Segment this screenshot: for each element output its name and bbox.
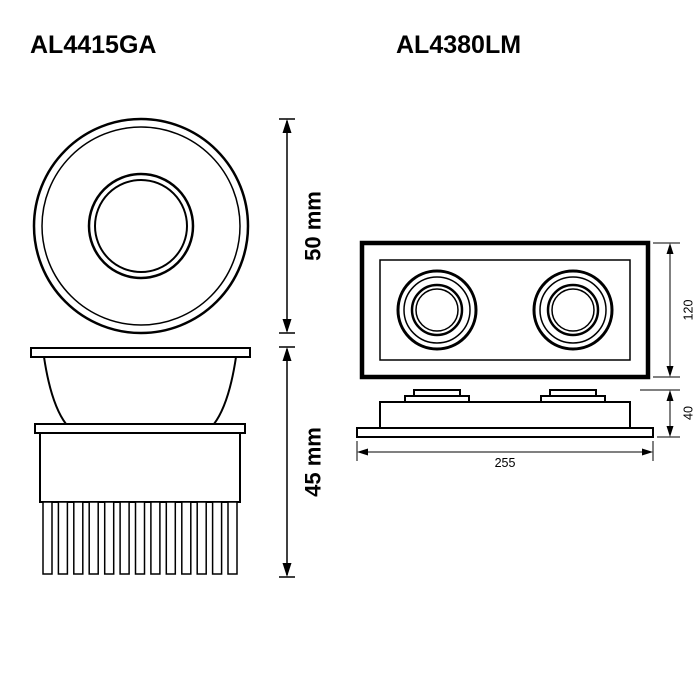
arrow-down-icon (666, 426, 674, 437)
product-title-al4380lm: AL4380LM (396, 31, 521, 59)
heatsink-body (39, 432, 241, 503)
downlight-inner-rim (41, 126, 241, 326)
dimension-40: 40 (640, 389, 695, 438)
dimension-label-120: 120 (681, 300, 695, 321)
dimension-label-40: 40 (681, 406, 695, 420)
al4380lm-side-view (356, 389, 654, 438)
al4380lm-front-view (359, 240, 651, 380)
housing-body (379, 401, 631, 429)
heatsink-plate (34, 423, 246, 434)
heatsink-fins (42, 501, 238, 575)
downlight-outer-rim (32, 117, 250, 335)
front-inner-frame (379, 259, 631, 361)
lamp-right (532, 269, 614, 351)
trim-flange (30, 347, 251, 358)
trim-plate (356, 427, 654, 438)
arrow-down-icon (666, 366, 674, 377)
arrow-up-icon (666, 243, 674, 254)
arrow-up-icon (666, 390, 674, 401)
al4415ga-side-view (30, 347, 251, 575)
arrow-up-icon (282, 347, 292, 361)
dimension-label-50mm: 50 mm (301, 191, 326, 261)
dimension-120: 120 (653, 242, 695, 378)
reflector-bowl (42, 356, 238, 425)
dimension-45mm: 45 mm (279, 346, 326, 578)
dimension-50mm: 50 mm (279, 118, 326, 334)
dimension-label-255: 255 (495, 456, 516, 470)
lens-outer-ring (87, 172, 195, 280)
arrow-down-icon (282, 563, 292, 577)
product-title-al4415ga: AL4415GA (30, 31, 156, 59)
arrow-left-icon (357, 448, 368, 456)
arrow-up-icon (282, 119, 292, 133)
al4415ga-top-view (32, 117, 250, 335)
dimension-255: 255 (356, 441, 654, 470)
lens-inner-ring (94, 179, 188, 273)
arrow-right-icon (642, 448, 653, 456)
lamp-left (396, 269, 478, 351)
arrow-down-icon (282, 319, 292, 333)
dimension-label-45mm: 45 mm (301, 427, 326, 497)
